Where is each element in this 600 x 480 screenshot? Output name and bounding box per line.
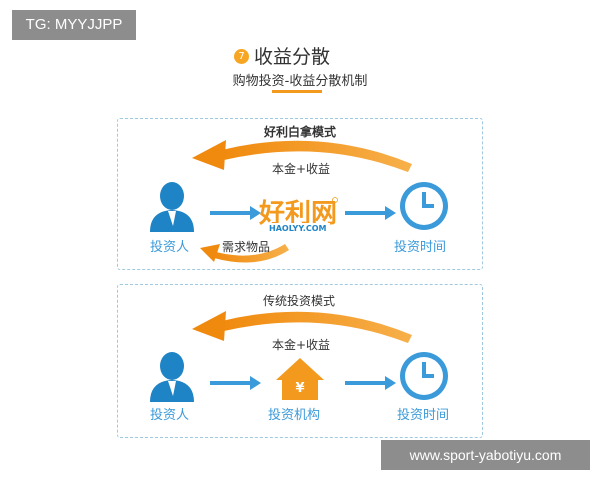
house-icon: ¥ [276, 358, 324, 400]
watermark-top: TG: MYYJJPP [12, 10, 136, 40]
investor-label: 投资人 [150, 240, 190, 255]
return-arrow-top [192, 140, 412, 172]
institution-label: 投资机构 [268, 408, 321, 423]
logo-en-text: HAOLYY.COM [269, 224, 327, 233]
arrow-bottom-label: 需求物品 [222, 240, 271, 254]
page-subtitle: 购物投资-收益分散机制 [232, 74, 368, 89]
panel1-heading: 好利白拿模式 [264, 125, 337, 139]
arrow-top-label: 本金+收益 [272, 162, 331, 176]
haolyy-logo: 好利网 HAOLYY.COM [258, 197, 338, 233]
clock-icon [400, 352, 448, 400]
return-arrow-top [192, 311, 412, 343]
title-underline [272, 90, 322, 93]
page-title: 收益分散 [254, 46, 331, 68]
flow-arrow [210, 206, 261, 220]
flow-arrow [345, 376, 396, 390]
step-number-badge: 7 [234, 49, 249, 64]
return-arrow-bottom [200, 244, 289, 263]
flow-arrow [210, 376, 261, 390]
svg-text:¥: ¥ [295, 381, 304, 396]
arrow-top-label: 本金+收益 [272, 338, 331, 352]
flow-arrow [345, 206, 396, 220]
panel-traditional-model [117, 284, 483, 438]
clock-label: 投资时间 [394, 240, 447, 255]
panel-haoli-model [117, 118, 483, 270]
watermark-bottom: www.sport-yabotiyu.com [381, 440, 590, 470]
investor-icon [150, 352, 194, 402]
investor-icon [150, 182, 194, 232]
investor-label: 投资人 [150, 408, 190, 423]
panel2-heading: 传统投资模式 [263, 294, 336, 308]
clock-icon [400, 182, 448, 230]
clock-label: 投资时间 [397, 408, 450, 423]
